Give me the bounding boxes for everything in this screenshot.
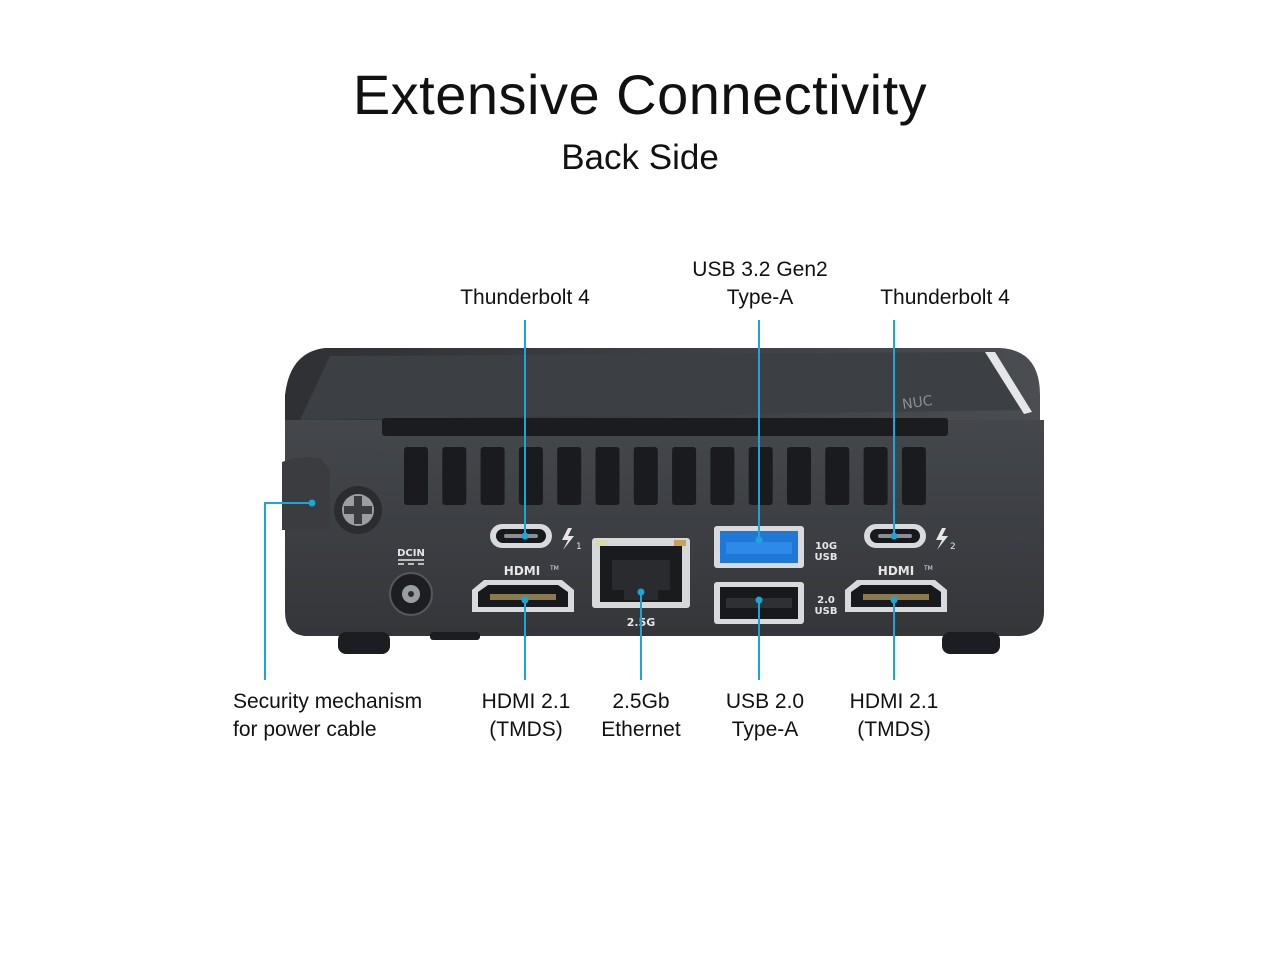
security-screw-icon: [282, 457, 382, 534]
foot-left: [338, 632, 390, 654]
chassis-back-panel: [285, 420, 1044, 636]
hdmi-logo-left: HDMI: [504, 564, 540, 578]
vent-fin: [748, 447, 773, 505]
svg-text:2.0: 2.0: [817, 595, 835, 606]
svg-text:TM: TM: [549, 565, 559, 572]
vent-fin: [710, 447, 735, 505]
top-vent-groove: [382, 418, 948, 436]
vent-fin: [480, 447, 505, 505]
vent-fin: [787, 447, 811, 505]
vent-fin: [404, 447, 428, 505]
foot-right: [942, 632, 1000, 654]
dcin-label: DCIN: [397, 548, 425, 559]
vent-fin: [442, 447, 467, 505]
vent-fin: [557, 447, 582, 505]
callout-lines: [264, 320, 895, 680]
page-title: Extensive Connectivity: [352, 63, 928, 126]
label-thunderbolt4-left: Thunderbolt 4: [460, 286, 590, 309]
vent-fin: [863, 447, 888, 505]
hdmi-logo-right: HDMI: [878, 564, 914, 578]
svg-text:USB: USB: [815, 552, 838, 563]
label-security-mechanism: Security mechanism for power cable: [233, 690, 423, 741]
chassis-edge-highlight: [985, 352, 1032, 414]
vent-fin: [595, 447, 620, 505]
svg-text:NUC: NUC: [901, 393, 934, 413]
callout-dots: [308, 499, 898, 604]
svg-text:1: 1: [576, 542, 582, 552]
dc-power-icon: [398, 559, 424, 565]
svg-text:10G: 10G: [815, 541, 837, 552]
svg-text:USB: USB: [815, 606, 838, 617]
thunderbolt-icon: [936, 528, 948, 550]
thunderbolt-icon: [562, 528, 574, 550]
vent-fin: [825, 447, 850, 505]
label-hdmi-right: HDMI 2.1 (TMDS): [849, 690, 939, 741]
label-usb32-gen2: USB 3.2 Gen2 Type-A: [692, 258, 828, 309]
page-subtitle: Back Side: [561, 138, 719, 177]
vent-fin: [633, 447, 658, 505]
vent-fin: [518, 447, 543, 505]
label-hdmi-left: HDMI 2.1 (TMDS): [481, 690, 571, 741]
brand-logo: NUC: [901, 393, 934, 413]
vent-fin: [901, 447, 926, 505]
label-ethernet: 2.5Gb Ethernet: [601, 690, 681, 741]
vent-fin: [672, 447, 697, 505]
label-usb20: USB 2.0 Type-A: [725, 690, 805, 741]
svg-text:2: 2: [950, 542, 956, 552]
label-thunderbolt4-right: Thunderbolt 4: [880, 286, 1010, 309]
callout-line-security: [264, 502, 312, 680]
svg-text:TM: TM: [923, 565, 933, 572]
